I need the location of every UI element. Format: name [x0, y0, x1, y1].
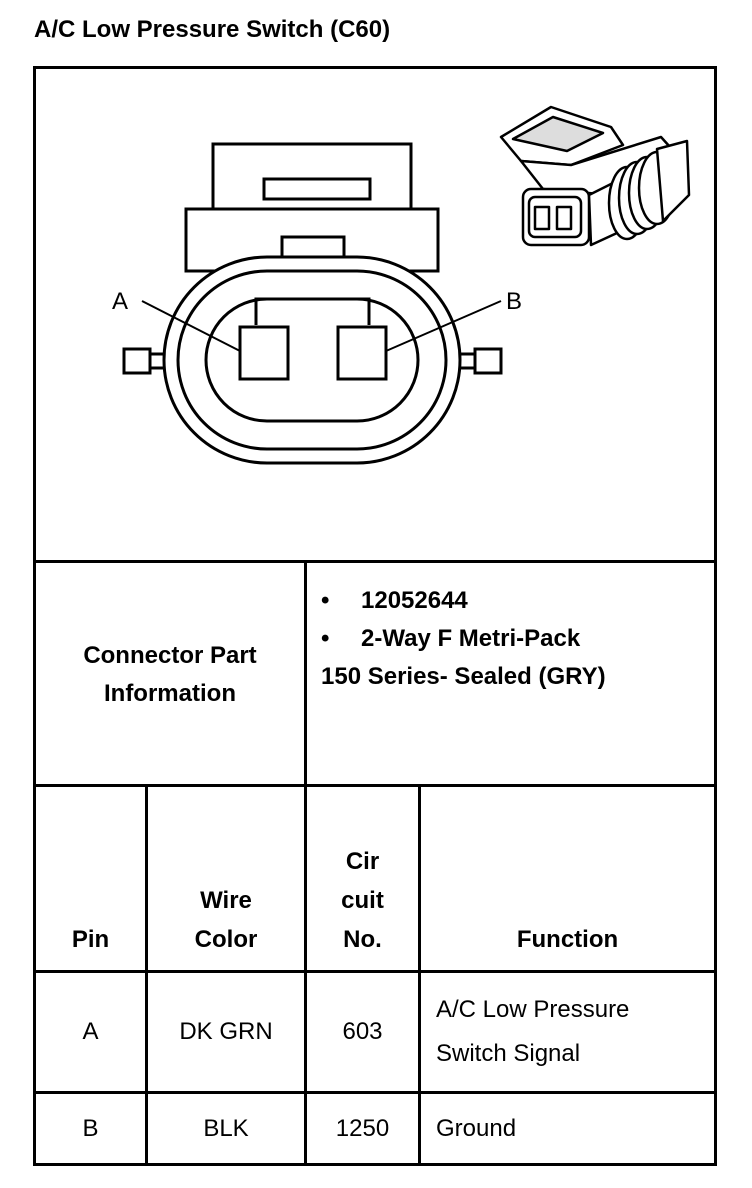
connector-description: 2-Way F Metri-Pack	[361, 625, 581, 652]
terminal-guide-a	[254, 297, 284, 325]
divider-diagram	[36, 560, 714, 563]
divider-col-circuit	[418, 787, 421, 1163]
leader-line-b	[385, 300, 502, 352]
rear-cap	[655, 139, 691, 223]
part-number: 12052644	[361, 587, 468, 614]
clip-lever-top	[511, 115, 605, 153]
connector-part-info-values: • 12052644 • 2-Way F Metri-Pack 150 Seri…	[307, 563, 714, 787]
connector-3d-view	[499, 105, 691, 247]
connector-table-frame: A B	[33, 66, 717, 1166]
header-wire-color: Wire Color	[194, 887, 258, 953]
part-number-row: • 12052644	[321, 582, 714, 620]
pin-label-a: A	[112, 288, 128, 315]
connector-part-info-label: Connector Part Information	[83, 642, 257, 707]
divider-row-a	[36, 1091, 714, 1094]
connector-window	[262, 177, 372, 201]
terminal-cavity-b	[336, 325, 388, 381]
divider-info-col	[304, 563, 307, 787]
pin-label-b: B	[506, 288, 522, 315]
table-row-b-pin: B	[82, 1114, 99, 1142]
table-row-a-function: A/C Low Pressure Switch Signal	[436, 996, 630, 1067]
connector-middle-shell	[176, 269, 448, 451]
divider-col-wire	[304, 787, 307, 1163]
divider-header	[36, 970, 714, 973]
left-side-tab	[122, 347, 152, 375]
connector-diagram: A B	[36, 69, 714, 563]
table-row-b-function: Ground	[436, 1114, 517, 1142]
connector-inner-shell	[204, 297, 420, 423]
connector-face-view: A B	[112, 142, 522, 465]
terminal-slot-1	[533, 205, 551, 231]
connector-outer-shell	[162, 255, 462, 465]
table-row-a-wire-color: DK GRN	[179, 1018, 273, 1045]
terminal-slot-2	[555, 205, 573, 231]
table-row-b-wire-color: BLK	[203, 1114, 249, 1142]
header-circuit-no: Cir cuit No.	[341, 848, 384, 953]
terminal-cavity-a	[238, 325, 290, 381]
leader-line-a	[141, 300, 241, 352]
divider-info	[36, 784, 714, 787]
header-function: Function	[516, 926, 619, 953]
table-row-a-pin: A	[82, 1018, 99, 1045]
table-row-a-circuit: 603	[342, 1018, 383, 1045]
table-row-b-circuit: 1250	[335, 1114, 390, 1142]
page-title: A/C Low Pressure Switch (C60)	[34, 16, 391, 43]
description-row: • 2-Way F Metri-Pack	[321, 620, 714, 658]
divider-col-pin	[145, 787, 148, 1163]
header-pin: Pin	[71, 926, 110, 953]
connector-series: 150 Series- Sealed (GRY)	[321, 663, 606, 690]
right-side-tab	[473, 347, 503, 375]
terminal-guide-b	[341, 297, 371, 325]
